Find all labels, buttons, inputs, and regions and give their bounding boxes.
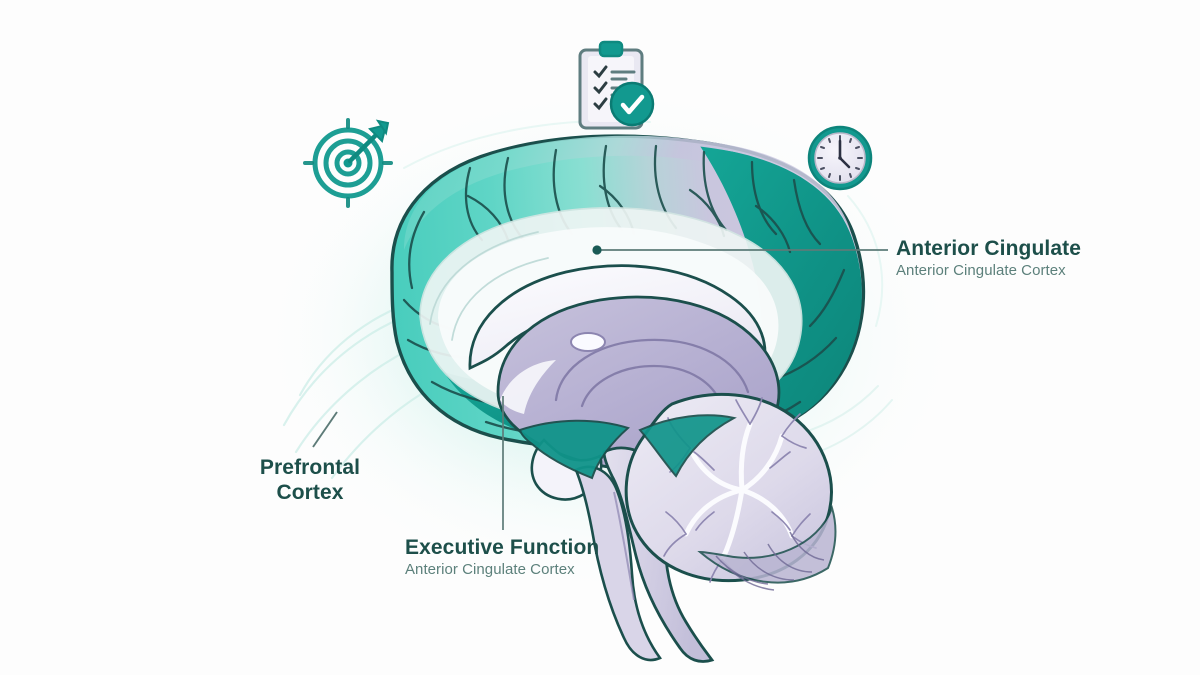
clipboard-checklist-icon bbox=[578, 40, 655, 130]
leader-line-prefrontal-cortex bbox=[312, 411, 338, 448]
target-arrow-icon bbox=[347, 119, 390, 164]
massa-intermedia bbox=[570, 332, 606, 352]
callout-executive-function: Executive Function Anterior Cingulate Co… bbox=[405, 535, 599, 579]
leader-lines bbox=[312, 245, 888, 530]
callout-subtitle: Anterior Cingulate Cortex bbox=[405, 561, 575, 578]
callout-anterior-cingulate: Anterior Cingulate Anterior Cingulate Co… bbox=[896, 236, 1081, 280]
brainstem-anterior bbox=[574, 465, 663, 662]
callout-prefrontal-cortex: Prefrontal Cortex bbox=[248, 455, 372, 505]
callout-title: Prefrontal bbox=[259, 456, 361, 479]
clock-icon bbox=[807, 125, 873, 191]
callout-subtitle: Anterior Cingulate Cortex bbox=[896, 262, 1066, 279]
clock-hands-icon bbox=[838, 139, 851, 169]
check-badge-icon bbox=[609, 81, 655, 127]
leader-dot-anterior-cingulate bbox=[592, 245, 602, 255]
inner-brain-structures bbox=[468, 264, 837, 663]
callout-title-line-2: Cortex bbox=[276, 481, 344, 504]
callout-title: Executive Function bbox=[405, 536, 600, 559]
callout-title: Anterior Cingulate bbox=[896, 237, 1081, 260]
target-icon bbox=[303, 118, 393, 208]
